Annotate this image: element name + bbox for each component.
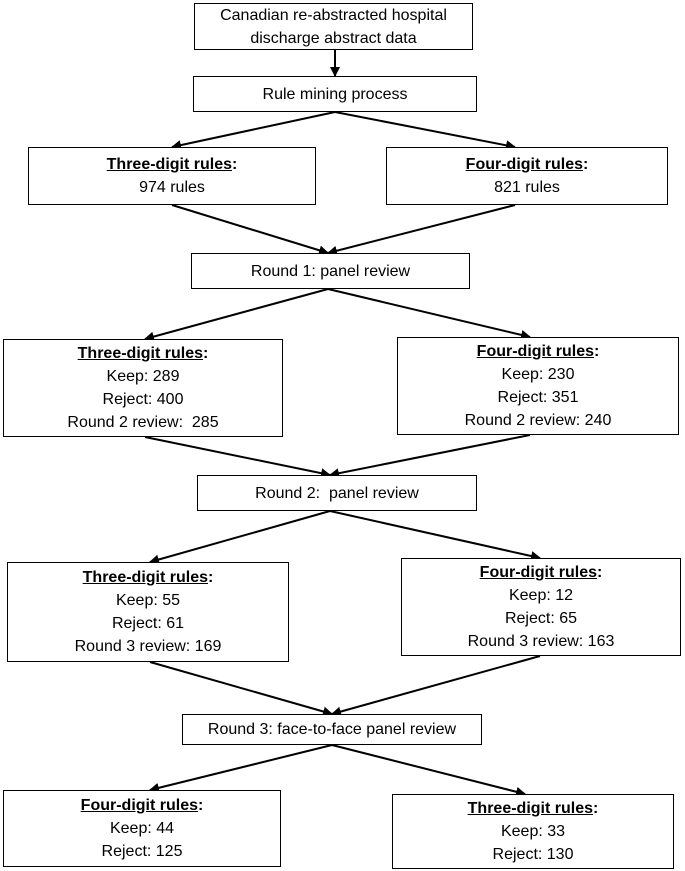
arrow-four-digit-to-round1 [327, 204, 516, 256]
stage2-four-digit-review: Round 2 review: 240 [464, 412, 612, 429]
arrow-round2-to-four-digit [329, 510, 541, 561]
stage2-four-digit-box: Four-digit rules: Keep: 230 Reject: 351 … [397, 337, 679, 435]
stage1-three-digit-count: 974 rules [139, 179, 205, 196]
source-data-box: Canadian re-abstracted hospital discharg… [194, 3, 473, 50]
stage2-three-digit-keep: Keep: 289 [106, 368, 180, 385]
stage4-four-digit-keep: Keep: 44 [109, 820, 175, 837]
stage3-four-digit-review: Round 3 review: 163 [467, 633, 615, 650]
stage1-four-digit-title: Four-digit rules: [465, 156, 589, 173]
arrow-mining-to-four-digit [334, 111, 516, 151]
stage3-four-digit-keep: Keep: 12 [508, 587, 574, 604]
arrow-round3-to-three-digit [331, 744, 526, 797]
stage2-four-digit-keep: Keep: 230 [501, 366, 575, 383]
arrow-four-digit-to-round2 [329, 434, 531, 479]
round1-box: Round 1: panel review [191, 253, 470, 289]
arrow-three-digit-to-round1 [171, 204, 329, 256]
stage2-four-digit-title: Four-digit rules: [476, 343, 600, 360]
round1-label: Round 1: panel review [250, 262, 411, 280]
arrow-three-digit-to-round3 [149, 661, 333, 717]
stage2-four-digit-reject: Reject: 351 [497, 389, 579, 406]
stage4-four-digit-title: Four-digit rules: [80, 797, 204, 814]
stage3-three-digit-box: Three-digit rules: Keep: 55 Reject: 61 R… [7, 562, 289, 662]
stage4-three-digit-reject: Reject: 130 [492, 846, 574, 863]
stage4-four-digit-box: Four-digit rules: Keep: 44 Reject: 125 [3, 790, 281, 867]
stage1-four-digit-box: Four-digit rules: 821 rules [386, 147, 668, 205]
source-line-2: discharge abstract data [250, 29, 417, 47]
arrow-round1-to-three-digit [144, 288, 329, 342]
stage3-three-digit-review: Round 3 review: 169 [74, 638, 222, 655]
arrow-round1-to-four-digit [327, 288, 531, 340]
stage2-three-digit-reject: Reject: 400 [102, 391, 184, 408]
stage4-three-digit-keep: Keep: 33 [500, 823, 566, 840]
stage1-three-digit-title: Three-digit rules: [106, 156, 238, 173]
arrow-three-digit-to-round2 [144, 436, 331, 479]
arrow-round3-to-four-digit [149, 744, 333, 793]
rule-mining-label: Rule mining process [262, 85, 408, 103]
arrow-mining-to-three-digit [171, 111, 336, 150]
stage2-three-digit-title: Three-digit rules: [77, 345, 209, 362]
stage2-three-digit-review: Round 2 review: 285 [67, 414, 219, 431]
stage3-three-digit-title: Three-digit rules: [82, 569, 214, 586]
round3-label: Round 3: face-to-face panel review [207, 721, 457, 738]
source-line-1: Canadian re-abstracted hospital [220, 6, 447, 24]
rule-mining-box: Rule mining process [193, 76, 477, 112]
round2-label: Round 2: panel review [255, 484, 419, 502]
stage1-four-digit-count: 821 rules [494, 179, 560, 196]
round3-box: Round 3: face-to-face panel review [182, 714, 482, 745]
round2-box: Round 2: panel review [197, 475, 477, 511]
stage3-four-digit-title: Four-digit rules: [479, 564, 603, 581]
stage4-three-digit-box: Three-digit rules: Keep: 33 Reject: 130 [392, 794, 674, 869]
stage3-four-digit-reject: Reject: 65 [504, 610, 578, 627]
stage2-three-digit-box: Three-digit rules: Keep: 289 Reject: 400… [3, 339, 283, 437]
stage4-three-digit-title: Three-digit rules: [467, 800, 599, 817]
stage3-four-digit-box: Four-digit rules: Keep: 12 Reject: 65 Ro… [401, 558, 681, 656]
stage1-three-digit-box: Three-digit rules: 974 rules [28, 147, 316, 205]
stage3-three-digit-reject: Reject: 61 [111, 615, 185, 632]
arrow-round2-to-three-digit [149, 510, 331, 565]
stage4-four-digit-reject: Reject: 125 [101, 843, 183, 860]
arrow-four-digit-to-round3 [331, 655, 541, 717]
stage3-three-digit-keep: Keep: 55 [115, 592, 181, 609]
